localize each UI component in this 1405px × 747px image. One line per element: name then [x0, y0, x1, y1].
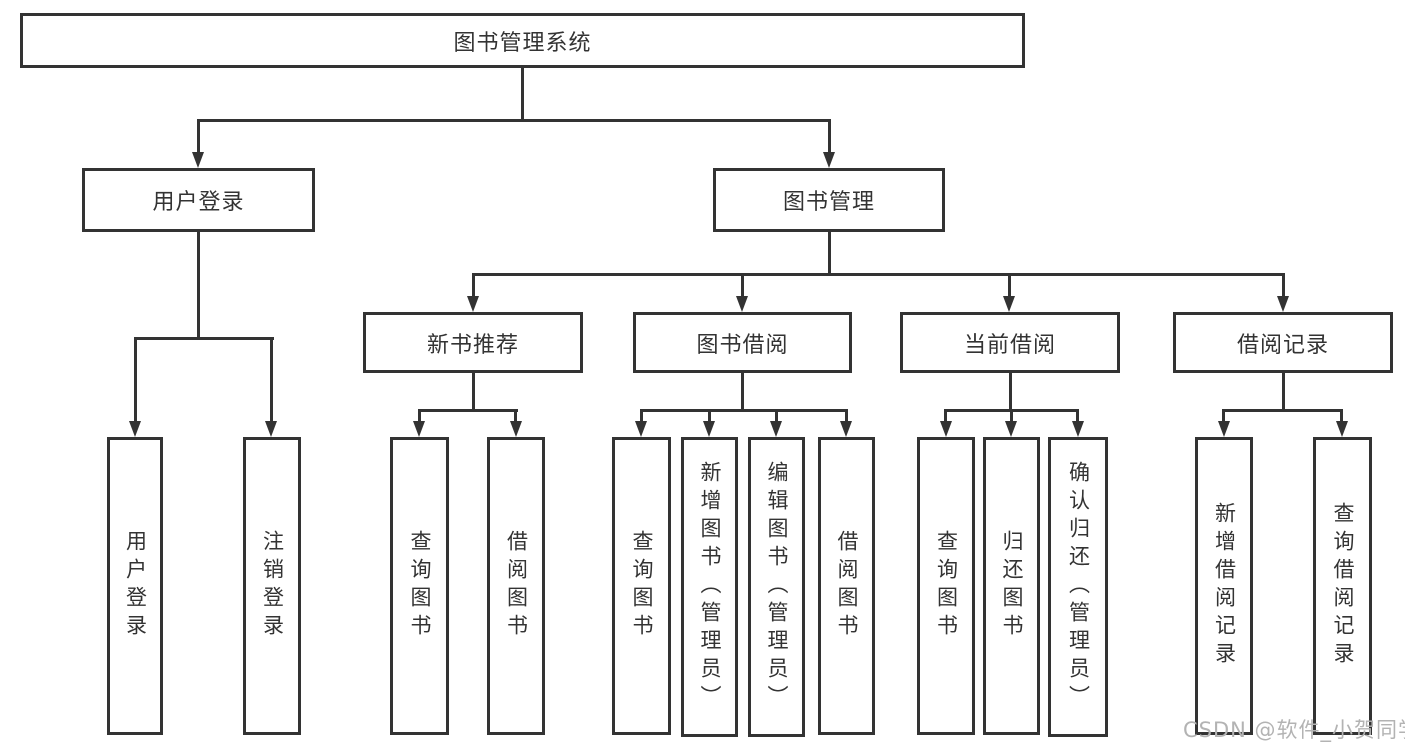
arrowhead-down-icon: [840, 421, 852, 437]
leaf-query-book-c-label: 查询图书: [934, 530, 959, 642]
leaf-query-book-a-label: 查询图书: [408, 530, 432, 642]
connector-line: [1010, 409, 1013, 423]
connector-line: [514, 409, 517, 423]
leaf-return-book: 归还图书: [983, 437, 1040, 735]
connector-line: [197, 232, 200, 340]
arrowhead-down-icon: [413, 421, 425, 437]
leaf-user-login: 用户登录: [107, 437, 163, 735]
node-current-borrow: 当前借阅: [900, 312, 1120, 373]
connector-line: [640, 409, 848, 412]
node-book-borrow: 图书借阅: [633, 312, 852, 373]
leaf-confirm-return-label: 确认归还（管理员）: [1066, 461, 1091, 713]
connector-line: [1009, 373, 1012, 412]
arrowhead-down-icon: [1005, 421, 1017, 437]
leaf-add-book: 新增图书（管理员）: [681, 437, 738, 737]
node-book-mgmt-label: 图书管理: [782, 190, 875, 215]
connector-line: [197, 119, 200, 157]
csdn-watermark: CSDN @软件_小贺同学: [1183, 718, 1405, 742]
node-user-login: 用户登录: [82, 168, 315, 232]
connector-line: [828, 232, 831, 276]
leaf-edit-book: 编辑图书（管理员）: [748, 437, 805, 737]
arrowhead-down-icon: [1003, 296, 1015, 312]
connector-line: [472, 273, 475, 300]
connector-line: [418, 409, 421, 423]
leaf-query-book-c: 查询图书: [917, 437, 975, 735]
connector-line: [741, 373, 744, 412]
leaf-query-record-label: 查询借阅记录: [1331, 502, 1355, 670]
arrowhead-down-icon: [940, 421, 952, 437]
connector-line: [521, 68, 524, 121]
arrowhead-down-icon: [265, 421, 277, 437]
node-root: 图书管理系统: [20, 13, 1025, 68]
leaf-query-book-b: 查询图书: [612, 437, 671, 735]
node-borrow-record: 借阅记录: [1173, 312, 1393, 373]
arrowhead-down-icon: [635, 421, 647, 437]
leaf-query-book-b-label: 查询图书: [630, 530, 654, 642]
leaf-logout-label: 注销登录: [260, 530, 285, 642]
connector-line: [197, 119, 831, 122]
arrowhead-down-icon: [823, 152, 835, 168]
leaf-user-login-label: 用户登录: [123, 530, 148, 642]
node-current-borrow-label: 当前借阅: [963, 332, 1056, 358]
connector-line: [472, 373, 475, 412]
connector-line: [828, 119, 831, 157]
connector-line: [741, 273, 744, 300]
connector-line: [640, 409, 643, 423]
node-new-book-rec-label: 新书推荐: [426, 332, 519, 358]
connector-line: [418, 409, 518, 412]
leaf-borrow-book-b-label: 借阅图书: [835, 530, 859, 642]
node-book-mgmt: 图书管理: [713, 168, 945, 232]
arrowhead-down-icon: [129, 421, 141, 437]
connector-line: [845, 409, 848, 423]
arrowhead-down-icon: [1218, 421, 1230, 437]
leaf-edit-book-label: 编辑图书（管理员）: [765, 461, 789, 713]
leaf-add-record: 新增借阅记录: [1195, 437, 1253, 735]
arrowhead-down-icon: [736, 296, 748, 312]
arrowhead-down-icon: [1277, 296, 1289, 312]
connector-line: [1008, 273, 1011, 300]
leaf-confirm-return: 确认归还（管理员）: [1048, 437, 1108, 737]
leaf-add-record-label: 新增借阅记录: [1212, 502, 1237, 670]
leaf-return-book-label: 归还图书: [1000, 530, 1024, 642]
connector-line: [775, 409, 778, 423]
arrowhead-down-icon: [467, 296, 479, 312]
connector-line: [134, 337, 274, 340]
node-root-label: 图书管理系统: [453, 30, 592, 56]
node-book-borrow-label: 图书借阅: [696, 332, 789, 358]
connector-line: [1076, 409, 1079, 423]
connector-line: [1340, 409, 1343, 423]
arrowhead-down-icon: [1072, 421, 1084, 437]
leaf-borrow-book-b: 借阅图书: [818, 437, 875, 735]
node-borrow-record-label: 借阅记录: [1236, 332, 1329, 358]
connector-line: [270, 337, 273, 425]
leaf-borrow-book-a-label: 借阅图书: [504, 530, 529, 642]
leaf-query-book-a: 查询图书: [390, 437, 449, 735]
connector-line: [1282, 273, 1285, 300]
arrowhead-down-icon: [192, 152, 204, 168]
leaf-add-book-label: 新增图书（管理员）: [698, 461, 722, 713]
connector-line: [1282, 373, 1285, 412]
connector-line: [134, 337, 137, 425]
connector-line: [708, 409, 711, 423]
arrowhead-down-icon: [510, 421, 522, 437]
leaf-borrow-book-a: 借阅图书: [487, 437, 545, 735]
leaf-logout: 注销登录: [243, 437, 301, 735]
arrowhead-down-icon: [770, 421, 782, 437]
node-new-book-rec: 新书推荐: [363, 312, 583, 373]
connector-line: [1222, 409, 1343, 412]
leaf-query-record: 查询借阅记录: [1313, 437, 1372, 735]
connector-line: [944, 409, 947, 423]
connector-line: [1222, 409, 1225, 423]
arrowhead-down-icon: [1336, 421, 1348, 437]
arrowhead-down-icon: [703, 421, 715, 437]
node-user-login-label: 用户登录: [152, 190, 245, 215]
connector-line: [472, 273, 1285, 276]
